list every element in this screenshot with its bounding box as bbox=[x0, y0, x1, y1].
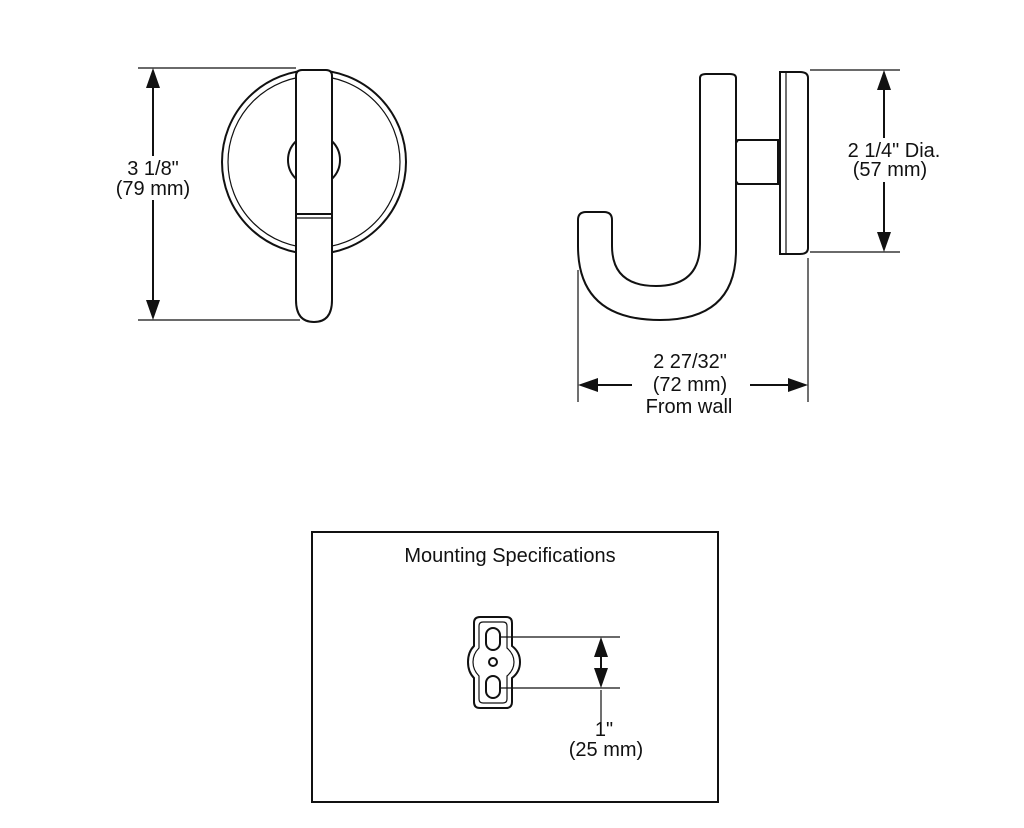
front-view: 3 1/8" (79 mm) bbox=[108, 67, 407, 324]
dia-arrow-top bbox=[877, 70, 891, 90]
proj-label-in: 2 27/32" bbox=[653, 351, 727, 373]
side-view: 2 1/4" Dia. (57 mm) 2 27/32" (72 mm) Fro… bbox=[577, 69, 950, 418]
dia-label-in: 2 1/4" Dia. bbox=[848, 140, 941, 162]
height-label-mm: (79 mm) bbox=[116, 178, 190, 200]
mounting-slot-bottom bbox=[485, 675, 501, 699]
proj-label-note: From wall bbox=[646, 396, 733, 418]
height-arrow-bottom bbox=[146, 300, 160, 320]
height-label-bg bbox=[108, 156, 198, 200]
spacing-arrow-top bbox=[594, 637, 608, 657]
dia-arrow-bottom bbox=[877, 232, 891, 252]
height-label-in: 3 1/8" bbox=[127, 158, 179, 180]
dia-label-bg bbox=[838, 138, 950, 182]
spacing-arrow-bottom bbox=[594, 668, 608, 688]
mounting-bracket-inner bbox=[472, 621, 515, 704]
dia-label-mm: (57 mm) bbox=[853, 159, 927, 181]
proj-arrow-right bbox=[788, 378, 808, 392]
mounting-slot-top bbox=[485, 627, 501, 651]
mounting-specifications: Mounting Specifications 1" (25 mm) bbox=[311, 531, 719, 803]
proj-label-mm: (72 mm) bbox=[653, 374, 727, 396]
proj-arrow-left bbox=[578, 378, 598, 392]
hook-arm-front bbox=[295, 69, 333, 324]
spacing-label-in: 1" bbox=[595, 719, 613, 741]
mounting-bracket bbox=[466, 616, 522, 709]
mounting-title: Mounting Specifications bbox=[404, 545, 615, 567]
mounting-center-hole bbox=[488, 657, 498, 667]
height-arrow-top bbox=[146, 68, 160, 88]
hook-body-side bbox=[577, 73, 737, 322]
spacing-label-mm: (25 mm) bbox=[569, 739, 643, 761]
wall-plate bbox=[779, 71, 809, 255]
